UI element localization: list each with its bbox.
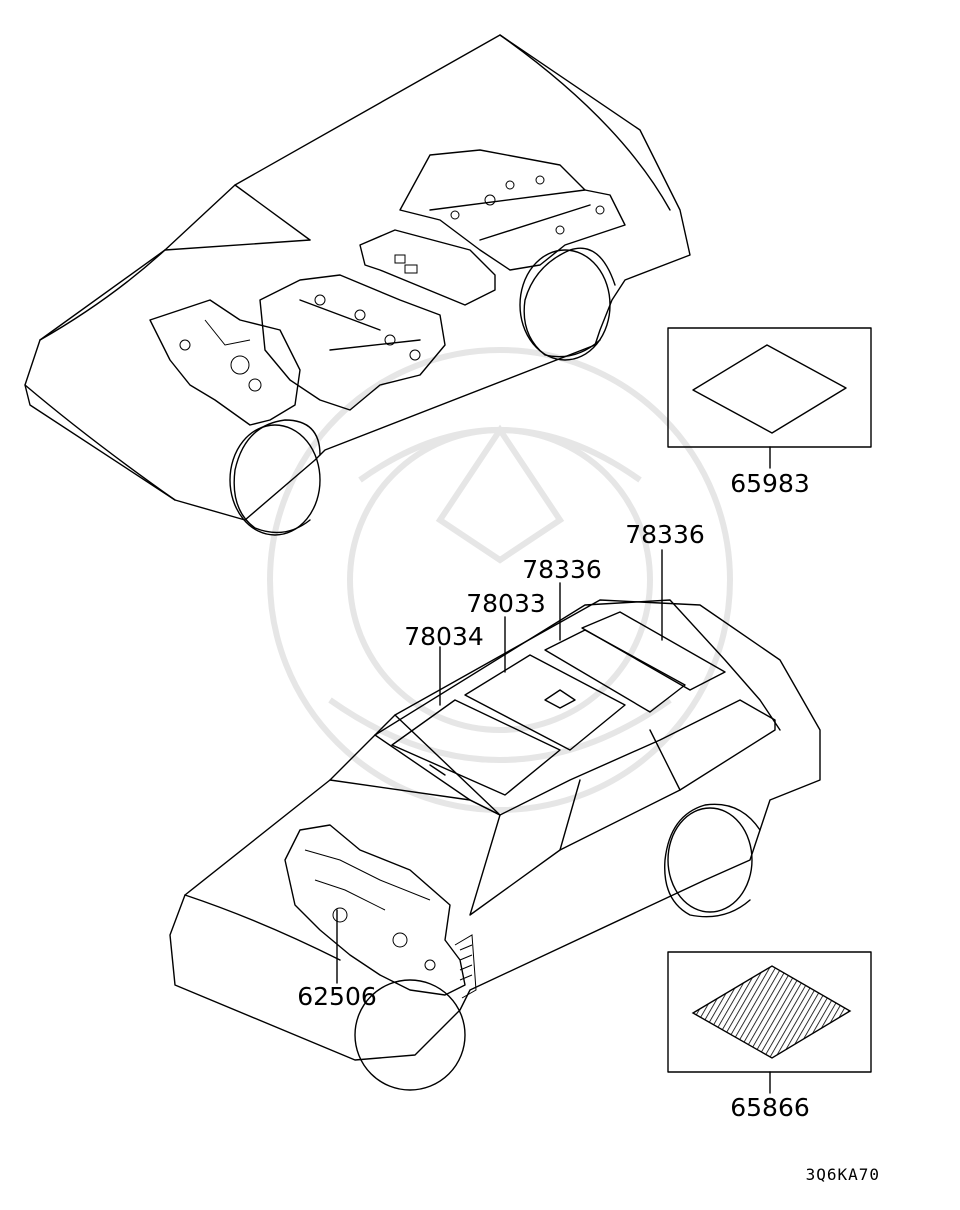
label-78033: 78033 [466, 589, 546, 618]
label-65866: 65866 [730, 1093, 810, 1122]
label-62506: 62506 [297, 982, 377, 1011]
label-78034: 78034 [404, 622, 484, 651]
roof-pad-78033 [464, 654, 626, 751]
label-78336-upper: 78336 [625, 520, 705, 549]
watermark-emblem [267, 347, 733, 813]
leader-lines [336, 549, 663, 984]
bottom-roof-insulator-parts [391, 611, 726, 796]
label-65983: 65983 [730, 469, 810, 498]
roof-pad-78336-a [544, 629, 686, 713]
diagram-code: 3Q6KA70 [806, 1165, 880, 1184]
top-vehicle-body [24, 34, 691, 536]
part-65983-pad [692, 344, 847, 434]
label-78336-lower: 78336 [522, 555, 602, 584]
bottom-dash-insulator-part [284, 824, 477, 999]
top-floor-insulator-parts [149, 149, 626, 426]
roof-pad-78034 [391, 699, 561, 796]
part-65866-pad [691, 965, 852, 1059]
part-65983-callout: 65983 [667, 327, 872, 498]
bottom-vehicle-body [169, 599, 821, 1091]
roof-pad-78336-b [581, 611, 726, 691]
part-65866-callout: 65866 [667, 951, 872, 1122]
